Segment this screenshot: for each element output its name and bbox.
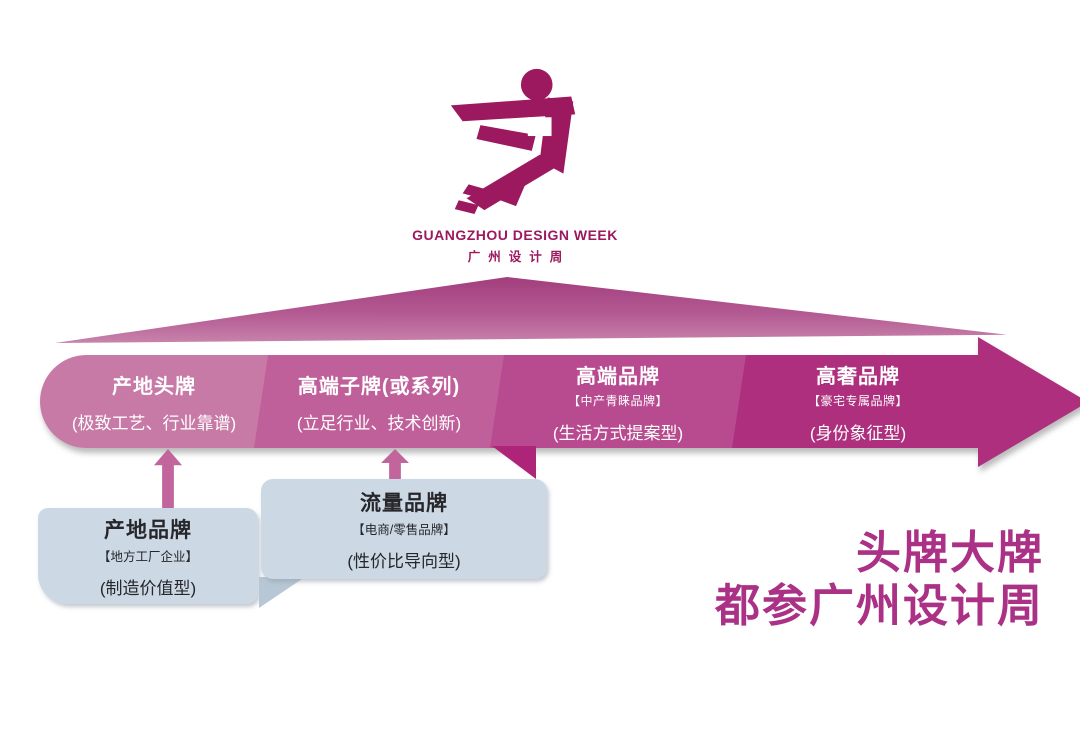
arrowhead-icon	[978, 337, 1080, 467]
logo-title-cn: 广州设计周	[467, 250, 571, 264]
brand-ladder-arrow: 产地头牌 (极致工艺、行业靠谱) 高端子牌(或系列) (立足行业、技术创新) 高…	[40, 337, 1080, 467]
segment-desc: (生活方式提案型)	[552, 423, 684, 443]
traffic-brand-box: 流量品牌 【电商/零售品牌】 (性价比导向型)	[261, 479, 547, 579]
segment-desc: (极致工艺、行业靠谱)	[71, 413, 237, 433]
segment-title: 高奢品牌	[816, 365, 900, 388]
box-title: 流量品牌	[360, 491, 448, 515]
box-desc: (性价比导向型)	[347, 551, 461, 571]
box-title: 产地品牌	[104, 518, 192, 542]
box-tail-icon	[259, 577, 305, 608]
origin-brand-box: 产地品牌 【地方工厂企业】 (制造价值型)	[38, 508, 258, 604]
box-desc: (制造价值型)	[99, 578, 197, 598]
headline-line2: 都参广州设计周	[714, 579, 1044, 631]
design-week-logo-icon	[450, 60, 580, 218]
headline-line1: 头牌大牌	[855, 527, 1044, 578]
segment-title: 产地头牌	[112, 375, 196, 398]
callout-tail-icon	[492, 446, 536, 479]
box-subtitle: 【地方工厂企业】	[97, 549, 198, 564]
segment-subtitle: 【中产青睐品牌】	[567, 393, 668, 408]
box-subtitle: 【电商/零售品牌】	[352, 522, 456, 537]
arrow-segment-origin-top-brand: 产地头牌 (极致工艺、行业靠谱)	[40, 355, 268, 448]
up-arrow-icon	[381, 449, 409, 480]
segment-title: 高端品牌	[576, 365, 660, 388]
up-arrow-icon	[154, 449, 182, 509]
logo-title-en: GUANGZHOU DESIGN WEEK	[412, 227, 618, 243]
arrow-segment-highend-brand: 高端品牌 【中产青睐品牌】 (生活方式提案型)	[490, 355, 746, 448]
growth-triangle	[55, 277, 1007, 343]
arrow-segment-highend-subbrand: 高端子牌(或系列) (立足行业、技术创新)	[254, 355, 504, 448]
segment-title: 高端子牌(或系列)	[297, 375, 461, 398]
segment-desc: (身份象征型)	[809, 423, 907, 443]
segment-subtitle: 【豪宅专属品牌】	[807, 393, 908, 408]
arrow-segment-luxury-brand: 高奢品牌 【豪宅专属品牌】 (身份象征型)	[732, 355, 984, 448]
headline: 头牌大牌 都参广州设计周	[715, 527, 1044, 632]
segment-desc: (立足行业、技术创新)	[296, 413, 462, 433]
